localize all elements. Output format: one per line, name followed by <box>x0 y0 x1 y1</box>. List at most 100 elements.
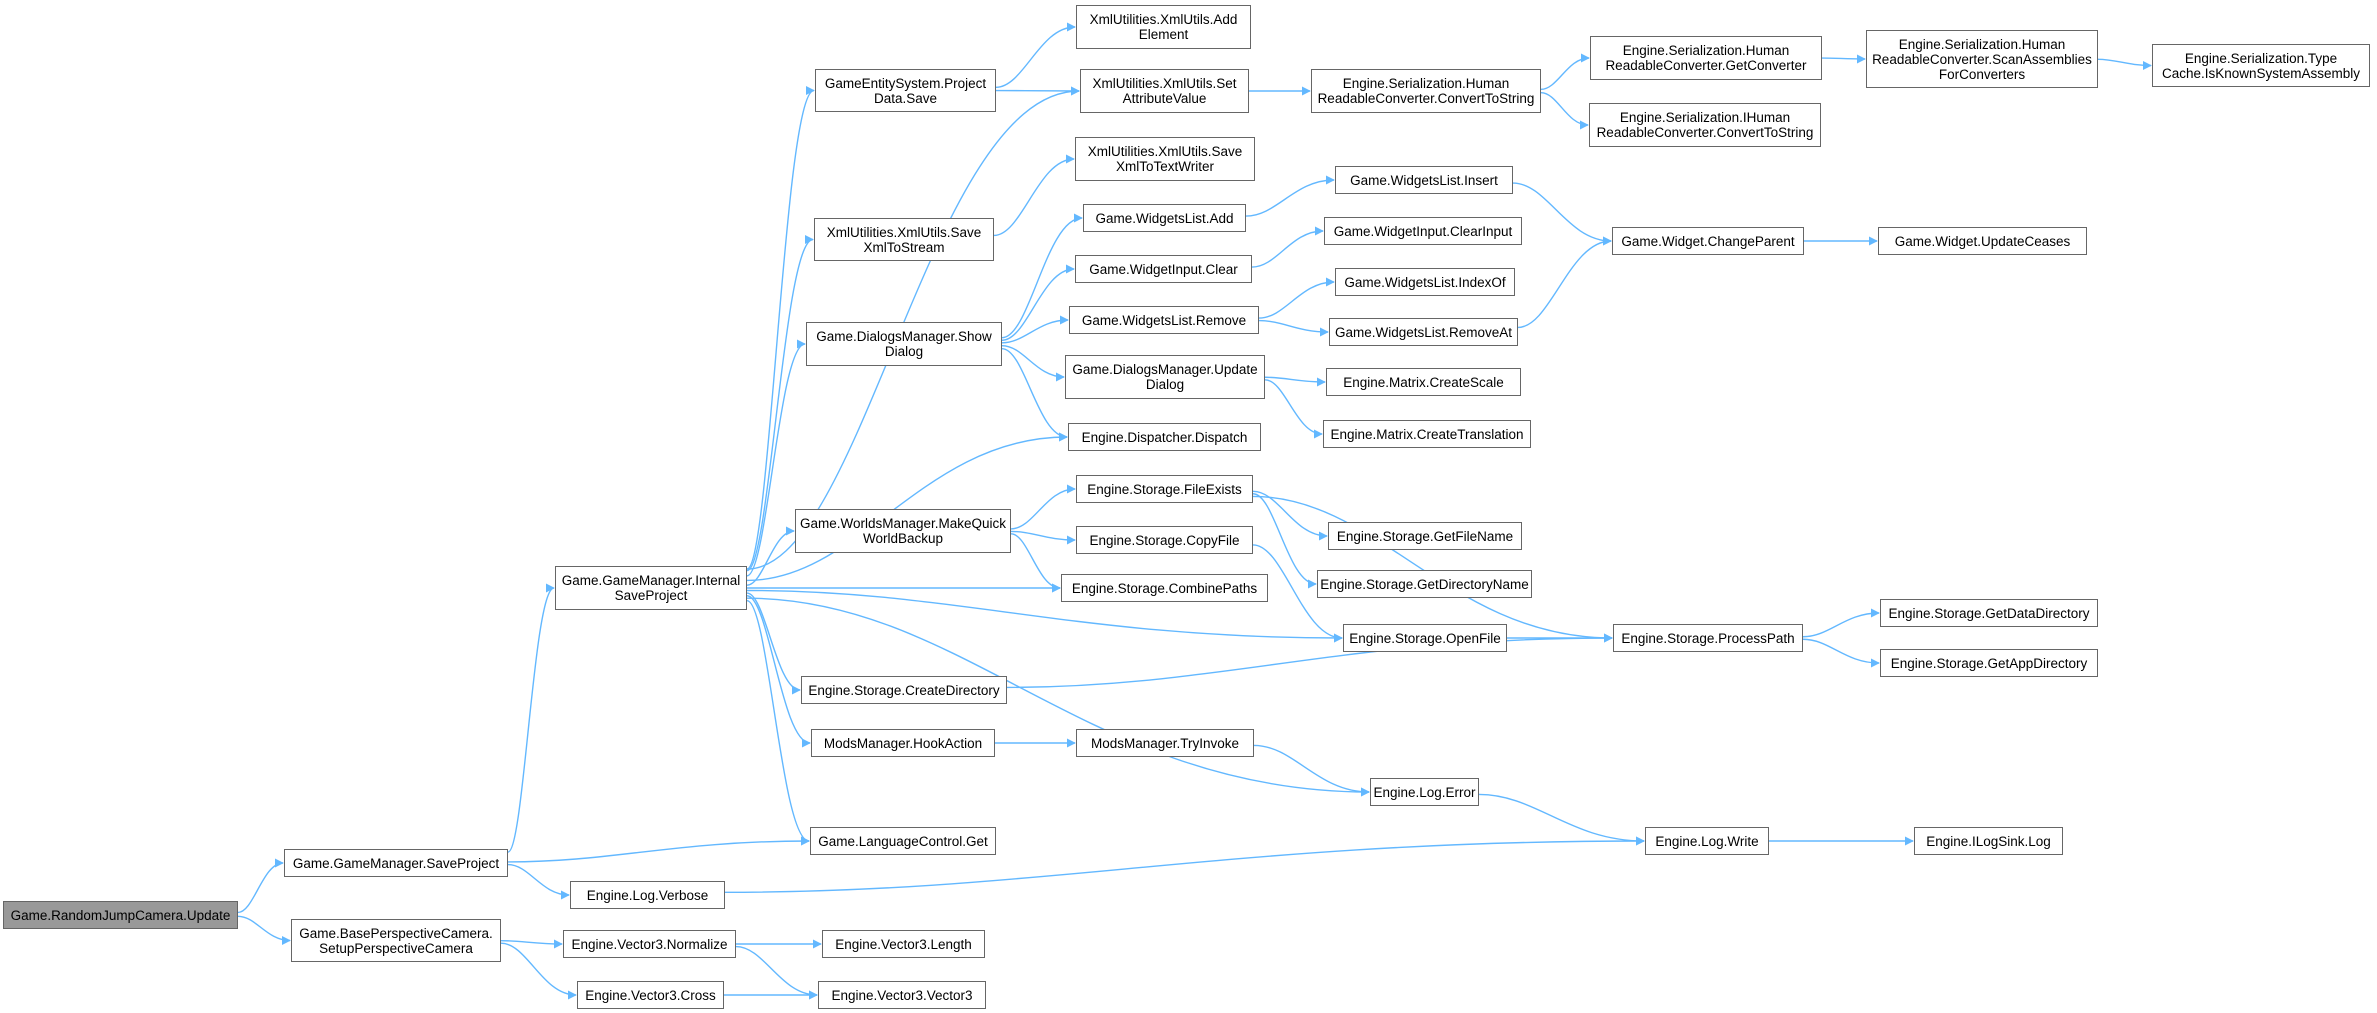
edge-scan_assemblies-to-type_cache <box>2097 58 2152 70</box>
edge-show_dialog-to-widgets_remove <box>1001 315 1069 344</box>
node-removeat[interactable]: Game.WidgetsList.RemoveAt <box>1329 318 1518 346</box>
node-get-directory-name[interactable]: Engine.Storage.GetDirectoryName <box>1317 570 1532 598</box>
edge-internal_save-to-xml_save_stream <box>746 235 814 572</box>
edge-project_data_save-to-xml_add_element <box>995 22 1076 89</box>
node-open-file[interactable]: Engine.Storage.OpenFile <box>1343 624 1507 652</box>
edge-internal_save-to-project_data_save <box>746 86 815 570</box>
node-get-data-dir[interactable]: Engine.Storage.GetDataDirectory <box>1880 599 2098 627</box>
edge-hrc_get_converter-to-scan_assemblies <box>1821 54 1866 64</box>
node-hrc-get-converter[interactable]: Engine.Serialization.Human ReadableConve… <box>1590 36 1822 80</box>
node-combine-paths[interactable]: Engine.Storage.CombinePaths <box>1061 574 1268 602</box>
edge-save_project-to-language_get <box>507 836 810 863</box>
edge-log_verbose-to-log_write <box>724 836 1645 893</box>
edge-create_directory-to-process_path <box>1006 633 1613 689</box>
edge-log_error-to-log_write <box>1478 793 1645 846</box>
edge-widgets_add-to-widgets_insert <box>1245 175 1335 217</box>
node-scan-assemblies[interactable]: Engine.Serialization.Human ReadableConve… <box>1866 30 2098 88</box>
node-make-backup[interactable]: Game.WorldsManager.MakeQuick WorldBackup <box>795 509 1011 553</box>
edge-save_project-to-log_verbose <box>507 863 570 900</box>
edge-show_dialog-to-update_dialog <box>1001 344 1065 382</box>
edge-internal_save-to-hook_action <box>746 595 811 748</box>
node-xml-set-attr[interactable]: XmlUtilities.XmlUtils.Set AttributeValue <box>1080 69 1249 113</box>
edge-process_path-to-get_app_dir <box>1802 638 1880 668</box>
edge-save_project-to-internal_save <box>507 583 555 853</box>
node-log-write[interactable]: Engine.Log.Write <box>1645 827 1769 855</box>
node-update-ceases[interactable]: Game.Widget.UpdateCeases <box>1878 227 2087 255</box>
node-widgets-add[interactable]: Game.WidgetsList.Add <box>1083 204 1246 232</box>
node-show-dialog[interactable]: Game.DialogsManager.Show Dialog <box>806 322 1002 366</box>
edge-make_backup-to-combine_paths <box>1010 533 1061 593</box>
edge-widgets_insert-to-change_parent <box>1512 182 1612 246</box>
edge-show_dialog-to-widgets_add <box>1001 213 1083 339</box>
node-internal-save[interactable]: Game.GameManager.Internal SaveProject <box>555 566 747 610</box>
edge-mods_tryinvoke-to-log_error <box>1253 744 1370 797</box>
node-widgets-insert[interactable]: Game.WidgetsList.Insert <box>1335 166 1513 194</box>
edge-show_dialog-to-dispatch <box>1001 347 1068 442</box>
edge-setup_camera-to-vec_cross <box>500 942 577 1000</box>
node-hook-action[interactable]: ModsManager.HookAction <box>811 729 995 757</box>
edge-hrc_convert-to-ihrc_convert <box>1540 92 1589 130</box>
edge-internal_save-to-create_directory <box>746 592 801 695</box>
node-hrc-convert[interactable]: Engine.Serialization.Human ReadableConve… <box>1311 69 1541 113</box>
node-dispatch[interactable]: Engine.Dispatcher.Dispatch <box>1068 423 1261 451</box>
node-log-error[interactable]: Engine.Log.Error <box>1370 778 1479 806</box>
edge-file_exists-to-get_directory_name <box>1252 493 1317 589</box>
node-vec-vector3[interactable]: Engine.Vector3.Vector3 <box>818 981 986 1009</box>
edge-update_dialog-to-create_translation <box>1264 379 1323 439</box>
node-log-verbose[interactable]: Engine.Log.Verbose <box>570 881 725 909</box>
edge-internal_save-to-dispatch <box>746 432 1068 582</box>
node-create-scale[interactable]: Engine.Matrix.CreateScale <box>1326 368 1521 396</box>
node-xml-save-writer[interactable]: XmlUtilities.XmlUtils.Save XmlToTextWrit… <box>1075 137 1255 181</box>
edge-internal_save-to-open_file <box>746 589 1343 643</box>
edge-make_backup-to-copy_file <box>1010 530 1076 545</box>
node-ilogsink-log[interactable]: Engine.ILogSink.Log <box>1914 827 2063 855</box>
edge-file_exists-to-get_file_name <box>1252 490 1328 541</box>
node-create-translation[interactable]: Engine.Matrix.CreateTranslation <box>1323 420 1531 448</box>
node-ihrc-convert[interactable]: Engine.Serialization.IHuman ReadableConv… <box>1589 103 1821 147</box>
node-xml-add-element[interactable]: XmlUtilities.XmlUtils.Add Element <box>1076 5 1251 49</box>
node-root: Game.RandomJumpCamera.Update <box>3 901 238 929</box>
node-vec-cross[interactable]: Engine.Vector3.Cross <box>577 981 724 1009</box>
edge-hrc_convert-to-hrc_get_converter <box>1540 53 1590 91</box>
edge-xml_save_stream-to-xml_save_writer <box>993 154 1075 237</box>
node-mods-tryinvoke[interactable]: ModsManager.TryInvoke <box>1076 729 1254 757</box>
node-save-project[interactable]: Game.GameManager.SaveProject <box>284 849 508 877</box>
edge-root-to-setup_camera <box>237 915 291 945</box>
node-vec-normalize[interactable]: Engine.Vector3.Normalize <box>563 930 736 958</box>
node-copy-file[interactable]: Engine.Storage.CopyFile <box>1076 526 1253 554</box>
edge-widgets_remove-to-removeat <box>1258 319 1329 337</box>
edge-widget_input_clear-to-clear_input <box>1251 226 1324 268</box>
edge-internal_save-to-make_backup <box>746 526 795 586</box>
edge-process_path-to-get_data_dir <box>1802 608 1880 638</box>
node-update-dialog[interactable]: Game.DialogsManager.Update Dialog <box>1065 355 1265 399</box>
node-widget-input-clear[interactable]: Game.WidgetInput.Clear <box>1075 255 1252 283</box>
node-create-directory[interactable]: Engine.Storage.CreateDirectory <box>801 676 1007 704</box>
edge-setup_camera-to-vec_normalize <box>500 939 563 949</box>
node-get-file-name[interactable]: Engine.Storage.GetFileName <box>1328 522 1522 550</box>
edge-internal_save-to-language_get <box>746 599 810 846</box>
edge-vec_normalize-to-vec_vector3 <box>735 945 818 1000</box>
node-process-path[interactable]: Engine.Storage.ProcessPath <box>1613 624 1803 652</box>
node-clear-input[interactable]: Game.WidgetInput.ClearInput <box>1324 217 1522 245</box>
node-indexof[interactable]: Game.WidgetsList.IndexOf <box>1335 268 1515 296</box>
edge-update_dialog-to-create_scale <box>1264 376 1326 387</box>
edge-copy_file-to-open_file <box>1252 544 1343 643</box>
node-project-data-save[interactable]: GameEntitySystem.Project Data.Save <box>815 69 996 112</box>
edge-widgets_remove-to-indexof <box>1258 277 1335 319</box>
node-change-parent[interactable]: Game.Widget.ChangeParent <box>1612 227 1804 255</box>
node-type-cache[interactable]: Engine.Serialization.Type Cache.IsKnownS… <box>2152 44 2370 87</box>
edge-show_dialog-to-widget_input_clear <box>1001 264 1075 341</box>
edge-internal_save-to-show_dialog <box>746 339 806 577</box>
node-setup-camera[interactable]: Game.BasePerspectiveCamera. SetupPerspec… <box>291 919 501 962</box>
edge-internal_save-to-log_error <box>746 597 1370 797</box>
node-get-app-dir[interactable]: Engine.Storage.GetAppDirectory <box>1880 649 2098 677</box>
edge-root-to-save_project <box>237 858 284 914</box>
node-vec-length[interactable]: Engine.Vector3.Length <box>822 930 985 958</box>
edge-file_exists-to-process_path <box>1252 495 1613 643</box>
node-xml-save-stream[interactable]: XmlUtilities.XmlUtils.Save XmlToStream <box>814 218 994 261</box>
node-widgets-remove[interactable]: Game.WidgetsList.Remove <box>1069 306 1259 334</box>
edge-make_backup-to-file_exists <box>1010 484 1076 530</box>
edge-removeat-to-change_parent <box>1517 236 1612 329</box>
node-file-exists[interactable]: Engine.Storage.FileExists <box>1076 475 1253 503</box>
node-language-get[interactable]: Game.LanguageControl.Get <box>810 827 996 855</box>
